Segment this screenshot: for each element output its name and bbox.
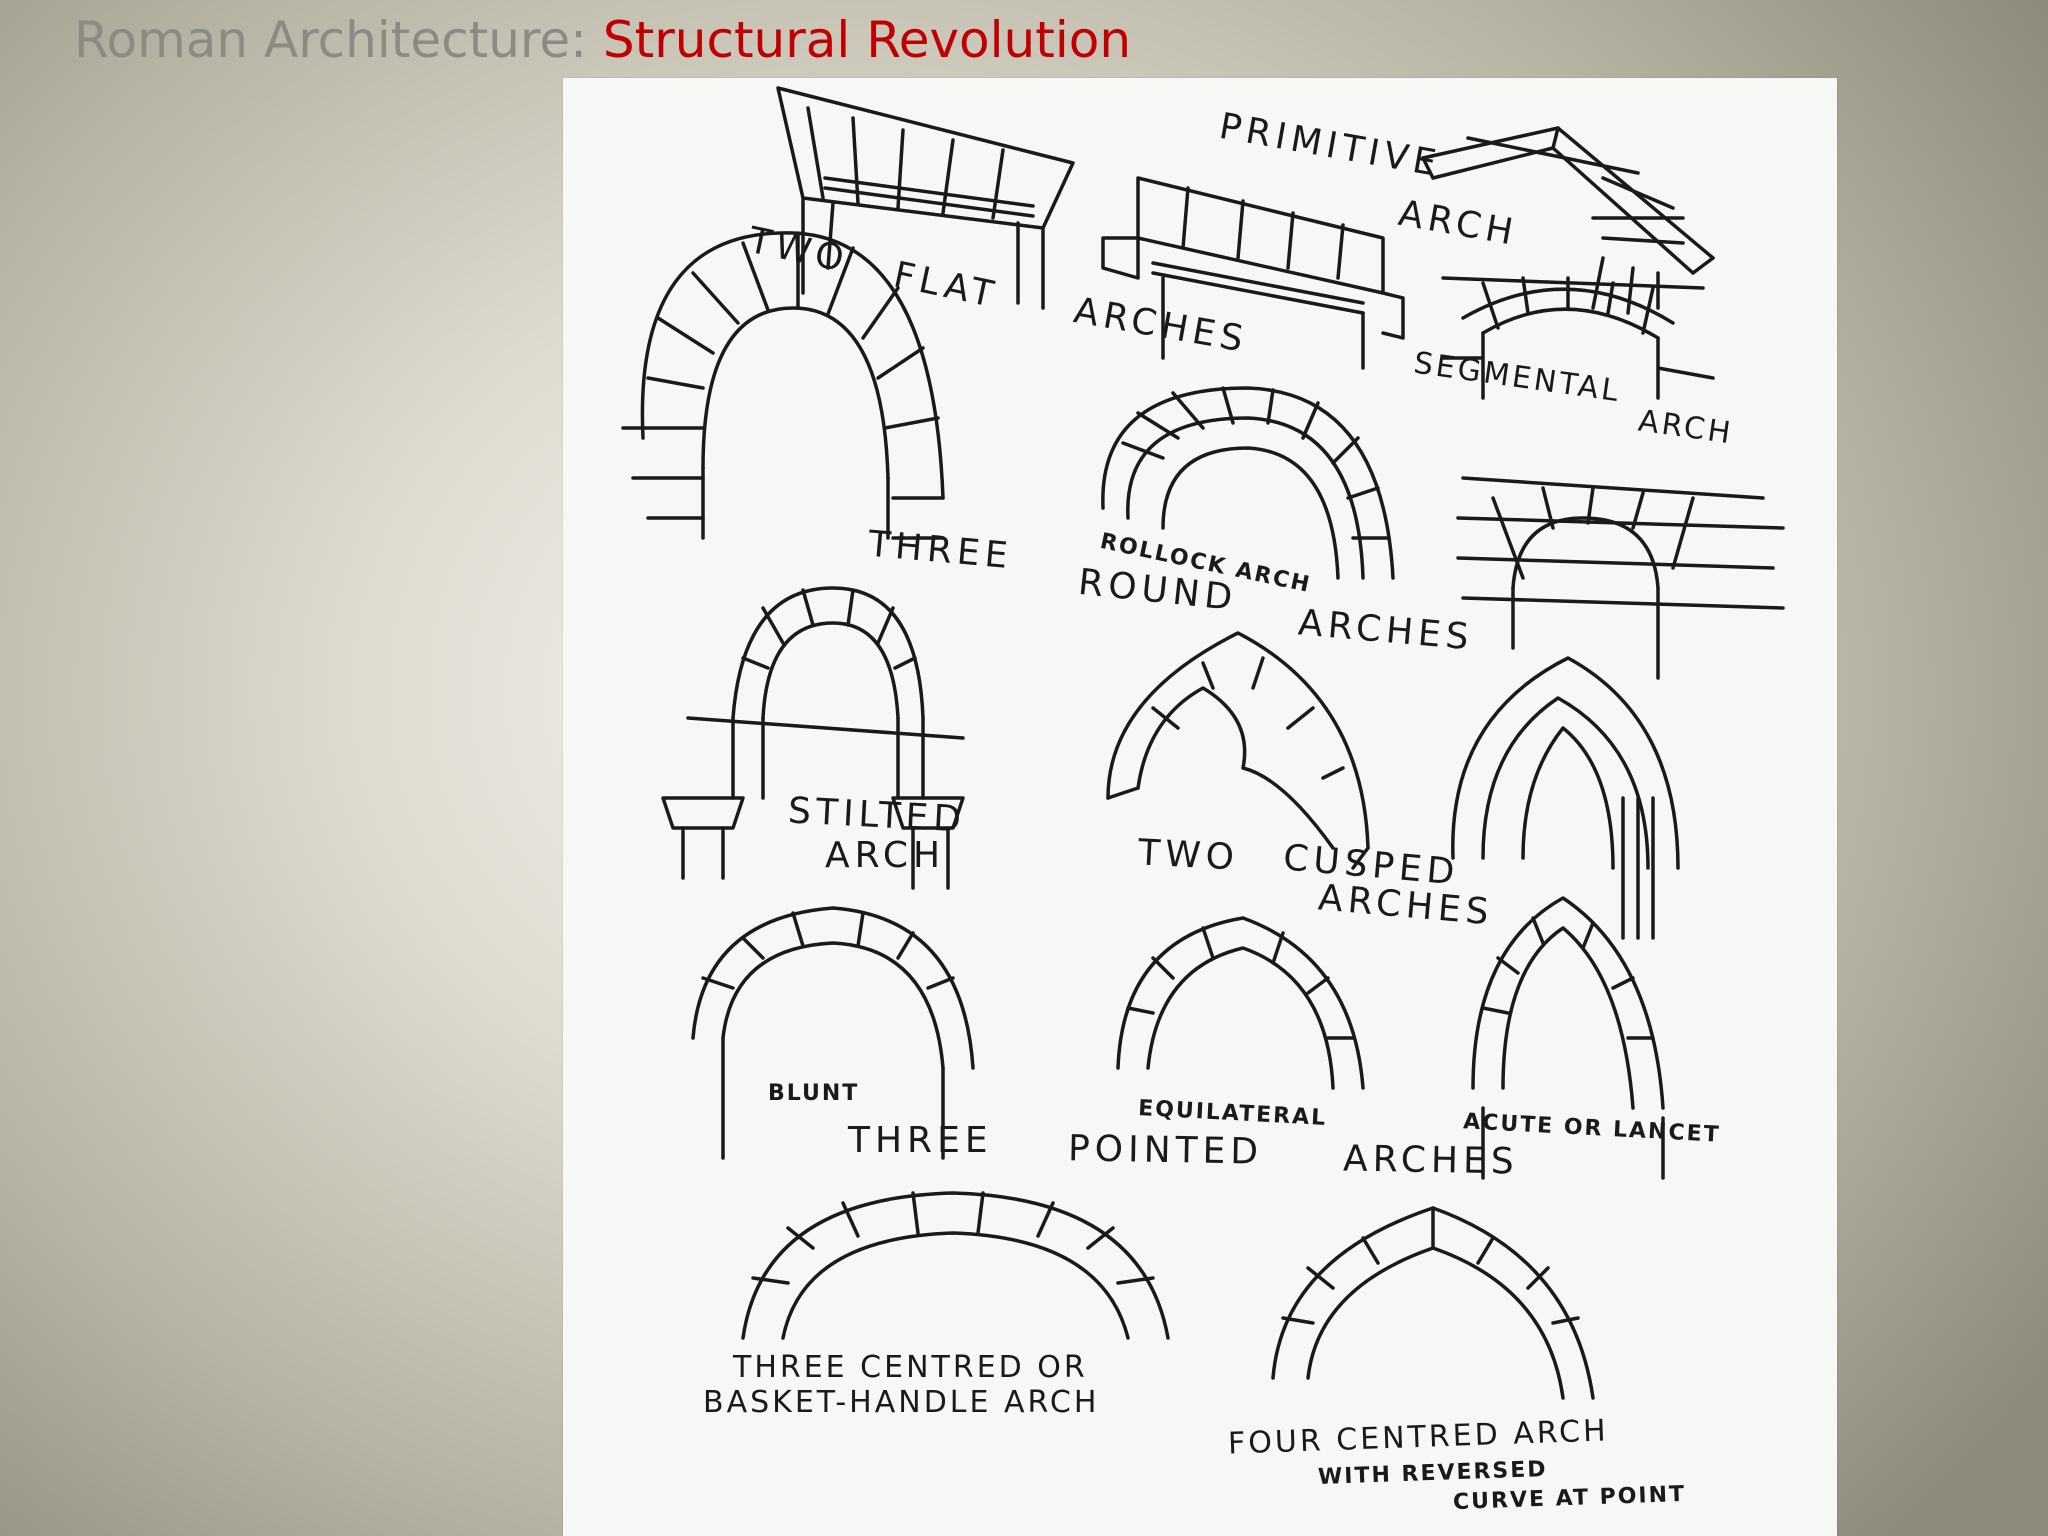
flat-arch-drawing-2 — [1101, 176, 1405, 370]
label-arches-4: ARCHES — [1342, 1138, 1520, 1183]
round-arch-drawing-3 — [1456, 476, 1785, 680]
title-prefix: Roman Architecture: — [74, 11, 603, 69]
label-blunt: BLUNT — [768, 1081, 860, 1106]
slide-title: Roman Architecture: Structural Revolutio… — [74, 8, 1131, 72]
title-highlight: Structural Revolution — [602, 11, 1132, 69]
round-arch-drawing — [621, 231, 945, 540]
stilted-arch-drawing — [661, 586, 965, 890]
rollock-arch-drawing — [1101, 386, 1395, 580]
label-basket-handle: BASKET-HANDLE ARCH — [703, 1385, 1100, 1420]
lancet-arch-drawing — [1471, 896, 1665, 1180]
equilateral-arch-drawing — [1116, 916, 1365, 1090]
cusped-arch-drawing-1 — [1106, 631, 1370, 870]
flat-arch-drawing-1 — [776, 86, 1075, 310]
arch-drawings — [621, 86, 1785, 1400]
label-stilted: STILTED — [787, 790, 967, 841]
blunt-arch-drawing — [691, 906, 975, 1160]
label-pointed: POINTED — [1067, 1128, 1264, 1173]
label-three-pointed: THREE — [848, 1120, 993, 1161]
basket-handle-arch-drawing — [741, 1191, 1170, 1340]
arch-types-illustration: PRIMITIVE ARCH TWO FLAT ARCHES SEGMENTAL… — [563, 78, 1837, 1536]
segmental-arch-drawing — [1441, 276, 1715, 400]
label-two-cusped: TWO — [1137, 832, 1240, 879]
four-centred-arch-drawing — [1271, 1206, 1595, 1400]
cusped-arch-drawing-2 — [1451, 656, 1680, 940]
primitive-arch-drawing — [1421, 126, 1715, 315]
label-stilted-arch: ARCH — [825, 835, 946, 876]
label-three-centred: THREE CENTRED OR — [733, 1350, 1088, 1385]
